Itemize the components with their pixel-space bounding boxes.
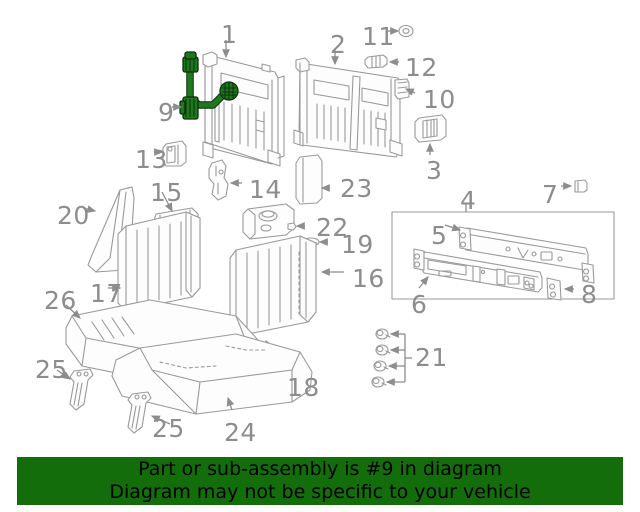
fastener-4: [371, 376, 387, 388]
callout-label-11: 11: [362, 22, 395, 51]
callout-label-12: 12: [405, 53, 438, 82]
part-13-striker-plate: [154, 140, 187, 167]
callout-label-9: 9: [158, 98, 175, 127]
callout-label-7: 7: [542, 180, 559, 209]
callout-label-10: 10: [423, 85, 456, 114]
part-17-seatback-cover-left: [108, 211, 201, 312]
fastener-3: [373, 360, 389, 372]
part-8-end-bracket: [546, 277, 574, 301]
callout-label-21: 21: [415, 343, 448, 372]
harness-connector-bottom: [179, 96, 199, 120]
banner-line-1: Part or sub-assembly is #9 in diagram: [138, 458, 502, 480]
callout-label-26: 26: [44, 286, 77, 315]
part-4-latch-group-box: [391, 203, 615, 301]
part-2-seatback-frame-right: [293, 48, 416, 158]
part-21-fastener-set: [371, 328, 412, 388]
callout-label-2: 2: [330, 30, 347, 59]
part-9-wire-harness-highlighted: [172, 51, 239, 120]
footer-banner: Part or sub-assembly is #9 in diagram Di…: [17, 457, 623, 505]
callout-label-25-left: 25: [35, 355, 68, 384]
callout-label-6: 6: [411, 290, 428, 319]
callout-label-5: 5: [431, 221, 448, 250]
part-12-bushing: [364, 54, 399, 69]
callout-label-24: 24: [224, 418, 257, 447]
part-25-strap-left: [56, 368, 94, 411]
part-14-latch-hook: [208, 159, 242, 201]
part-24-seat-cushion-lower: [111, 333, 313, 415]
callout-label-8: 8: [581, 280, 598, 309]
callout-label-18: 18: [287, 373, 320, 402]
callout-label-22: 22: [316, 213, 349, 242]
part-11-grommet: [388, 24, 414, 38]
fastener-1: [375, 328, 391, 340]
callout-label-17: 17: [90, 279, 123, 308]
part-3-bracket-cap: [414, 114, 447, 155]
banner-line-2: Diagram may not be specific to your vehi…: [109, 481, 531, 503]
part-25-strap-right: [127, 391, 171, 434]
callout-label-25-right: 25: [152, 414, 185, 443]
part-1-seatback-frame-left: [202, 40, 285, 167]
part-16-seatback-cover-right: [229, 235, 344, 369]
part-6-striker-bar-lower: [413, 248, 543, 293]
fastener-2: [375, 344, 391, 356]
part-23-side-bolster-trim: [295, 154, 330, 205]
callout-label-1: 1: [221, 20, 238, 49]
harness-connector-top: [182, 51, 199, 73]
callout-label-3: 3: [426, 156, 443, 185]
callout-label-4: 4: [460, 186, 477, 215]
part-7-clip-small: [561, 179, 588, 193]
callout-label-15: 15: [150, 178, 183, 207]
callout-label-13: 13: [135, 145, 168, 174]
harness-connector-round: [219, 81, 239, 101]
callout-label-16: 16: [352, 264, 385, 293]
callout-label-14: 14: [249, 175, 282, 204]
callout-label-23: 23: [340, 174, 373, 203]
part-22-center-console: [242, 203, 305, 240]
part-5-striker-bar-upper: [444, 223, 595, 284]
callout-label-20: 20: [57, 201, 90, 230]
callout-label-19: 19: [341, 230, 374, 259]
